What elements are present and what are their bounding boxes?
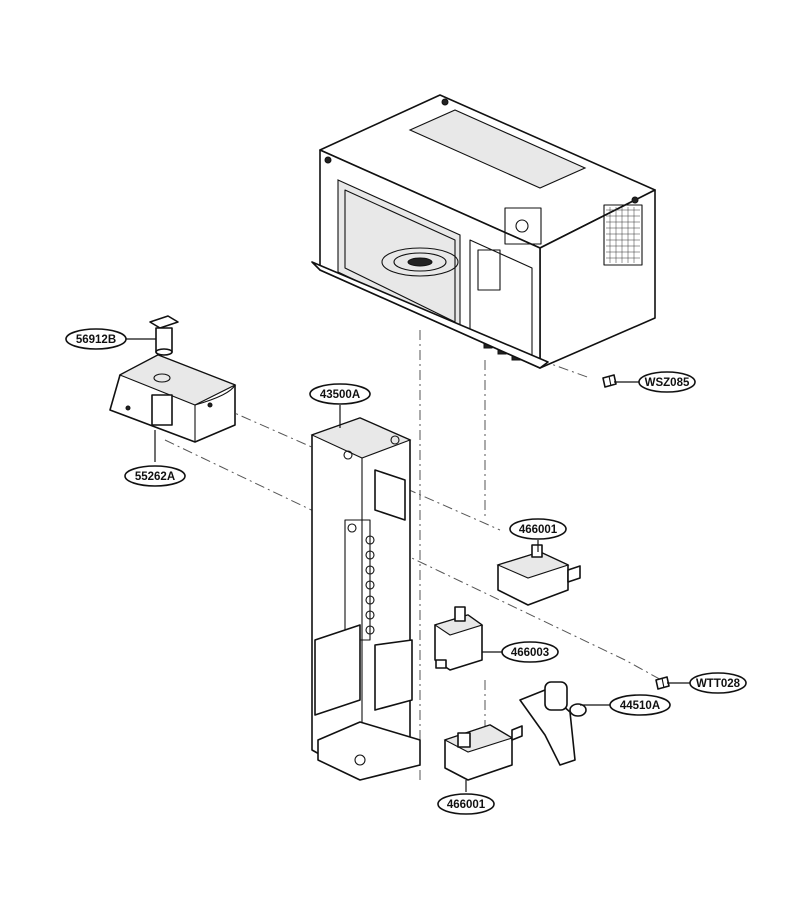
callout-text: 466001 (447, 799, 486, 811)
callout-55262A: 55262A (124, 465, 186, 487)
part-44510A-lever (519, 681, 587, 766)
callout-text: 466003 (511, 647, 549, 659)
leader-lines (126, 338, 690, 792)
part-466001-switch-upper (496, 544, 581, 606)
callout-text: WSZ085 (645, 377, 690, 389)
vent-mesh (606, 207, 640, 263)
part-WTT028-screw (655, 676, 670, 690)
callout-466003: 466003 (501, 641, 559, 663)
part-466001-switch-lower (443, 724, 523, 781)
callout-text: 466001 (519, 524, 558, 536)
callout-text: 43500A (320, 389, 360, 401)
callout-text: 55262A (135, 471, 175, 483)
callout-466001-lower: 466001 (437, 793, 495, 815)
callout-43500A: 43500A (309, 383, 371, 405)
part-WSZ085-screw (602, 374, 617, 388)
part-56912B-sensor (149, 315, 179, 356)
callout-56912B: 56912B (65, 328, 127, 350)
callout-text: 56912B (76, 334, 116, 346)
callout-text: 44510A (620, 700, 660, 712)
part-466003-switch-middle (433, 606, 484, 671)
callout-466001-upper: 466001 (509, 518, 567, 540)
callout-WTT028: WTT028 (689, 672, 747, 694)
part-43500A-latch-board (310, 417, 421, 781)
part-55262A-bracket (109, 354, 237, 443)
callout-44510A: 44510A (609, 694, 671, 716)
assembly-guide-lines (164, 330, 666, 780)
microwave-cavity-frame (311, 94, 656, 369)
latch-teeth (365, 535, 375, 635)
callout-WSZ085: WSZ085 (638, 371, 696, 393)
callout-text: WTT028 (696, 678, 741, 690)
